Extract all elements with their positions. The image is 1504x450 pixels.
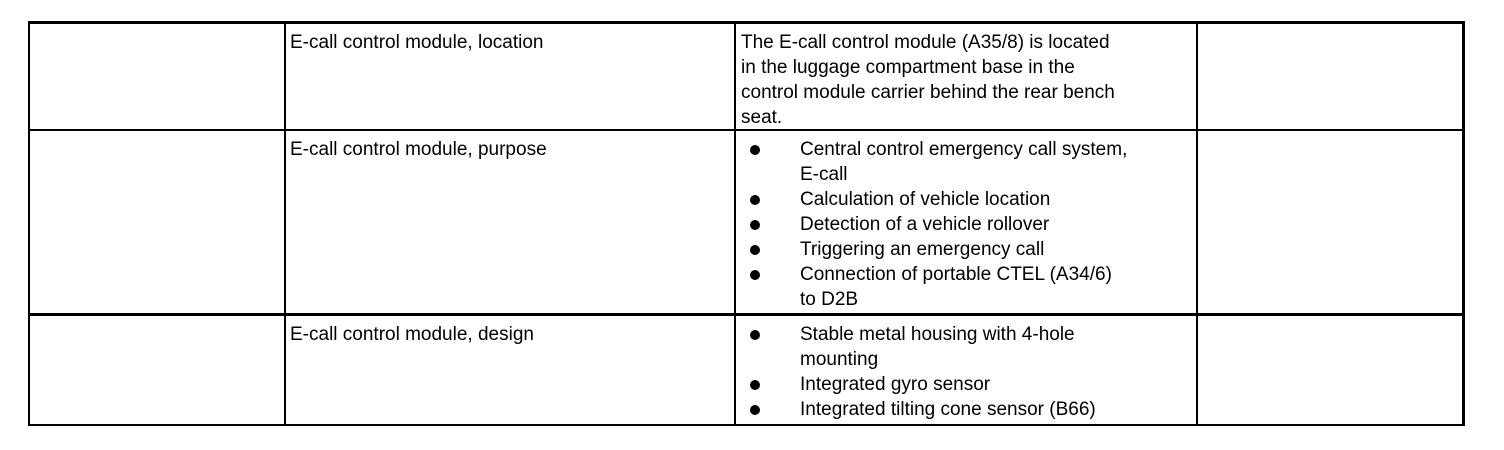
bullet-icon	[750, 380, 760, 390]
bullet-icon	[750, 195, 760, 205]
bullet-icon	[750, 330, 760, 340]
topic-label-purpose: E-call control module, purpose	[290, 139, 547, 160]
bullet-icon	[750, 220, 760, 230]
empty-cell-left	[30, 131, 286, 313]
topic-cell: E-call control module, purpose	[286, 131, 736, 313]
topic-label-design: E-call control module, design	[290, 324, 534, 345]
empty-cell-left	[30, 316, 286, 424]
table-row-location: E-call control module, location The E-ca…	[30, 24, 1462, 129]
description-cell: The E-call control module (A35/8) is loc…	[736, 24, 1198, 129]
bullet-icon	[750, 145, 760, 155]
bullet-text: Connection of portable CTEL (A34/6) to D…	[800, 264, 1112, 310]
bullet-item: Calculation of vehicle location	[736, 187, 1196, 212]
bullet-item: Integrated tilting cone sensor (B66)	[736, 397, 1196, 422]
bullet-item: Detection of a vehicle rollover	[736, 212, 1196, 237]
bullet-item: Triggering an emergency call	[736, 237, 1196, 262]
bullet-text: Integrated tilting cone sensor (B66)	[800, 399, 1096, 420]
bullet-text: Integrated gyro sensor	[800, 374, 991, 395]
empty-cell-left	[30, 24, 286, 129]
bullet-text: Stable metal housing with 4-hole mountin…	[800, 324, 1075, 370]
description-cell: Central control emergency call system, E…	[736, 131, 1198, 313]
empty-cell-right	[1198, 24, 1462, 129]
bullet-icon	[750, 245, 760, 255]
bullet-text: Central control emergency call system, E…	[800, 139, 1128, 185]
location-description-text: The E-call control module (A35/8) is loc…	[741, 32, 1115, 128]
bullet-text: Triggering an emergency call	[800, 239, 1045, 260]
topic-cell: E-call control module, design	[286, 316, 736, 424]
bullet-text: Detection of a vehicle rollover	[800, 214, 1050, 235]
design-bullet-list: Stable metal housing with 4-hole mountin…	[736, 316, 1196, 422]
description-cell: Stable metal housing with 4-hole mountin…	[736, 316, 1198, 424]
topic-label-location: E-call control module, location	[290, 32, 544, 53]
bullet-text: Calculation of vehicle location	[800, 189, 1051, 210]
purpose-bullet-list: Central control emergency call system, E…	[736, 131, 1196, 312]
bullet-icon	[750, 405, 760, 415]
topic-cell: E-call control module, location	[286, 24, 736, 129]
bullet-item: Central control emergency call system, E…	[736, 137, 1196, 187]
empty-cell-right	[1198, 131, 1462, 313]
ecall-module-table: E-call control module, location The E-ca…	[28, 21, 1465, 426]
bullet-icon	[750, 270, 760, 280]
table-row-purpose: E-call control module, purpose Central c…	[30, 129, 1462, 313]
empty-cell-right	[1198, 316, 1462, 424]
bullet-item: Stable metal housing with 4-hole mountin…	[736, 322, 1196, 372]
bullet-item: Connection of portable CTEL (A34/6) to D…	[736, 262, 1196, 312]
table-row-design: E-call control module, design Stable met…	[30, 313, 1462, 424]
bullet-item: Integrated gyro sensor	[736, 372, 1196, 397]
